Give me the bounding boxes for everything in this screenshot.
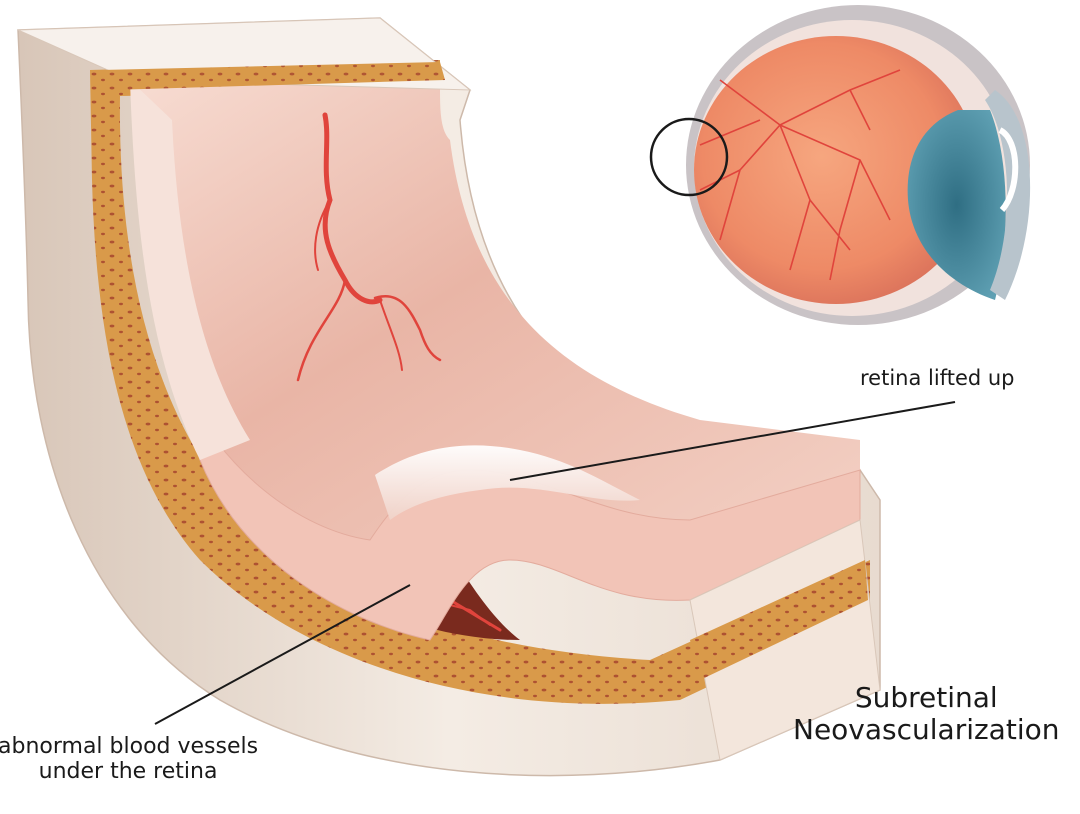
retina-side-wall <box>130 80 250 460</box>
leader-line-retina <box>509 401 956 481</box>
diagram-title: Subretinal Neovascularization <box>793 681 1060 747</box>
label-retina-lifted: retina lifted up <box>860 366 1015 390</box>
leader-line-vessels <box>154 584 411 725</box>
label-abnormal-vessels-line2: under the retina <box>38 759 218 785</box>
label-abnormal-vessels: abnormal blood vessels under the retina <box>0 734 258 785</box>
retina-cross-section <box>17 17 881 777</box>
retina-layer <box>130 80 860 540</box>
magnified-area-marker <box>649 117 729 197</box>
fundus-vessels <box>699 69 901 281</box>
retina-lifted-bulge <box>375 445 640 520</box>
eyeball-illustration <box>649 5 1031 325</box>
label-abnormal-vessels-line1: abnormal blood vessels <box>0 734 259 759</box>
title-line1: Subretinal <box>854 681 998 714</box>
lens-cornea <box>907 110 1006 300</box>
retinal-surface-vessel <box>296 112 442 382</box>
title-line2: Neovascularization <box>793 713 1060 747</box>
